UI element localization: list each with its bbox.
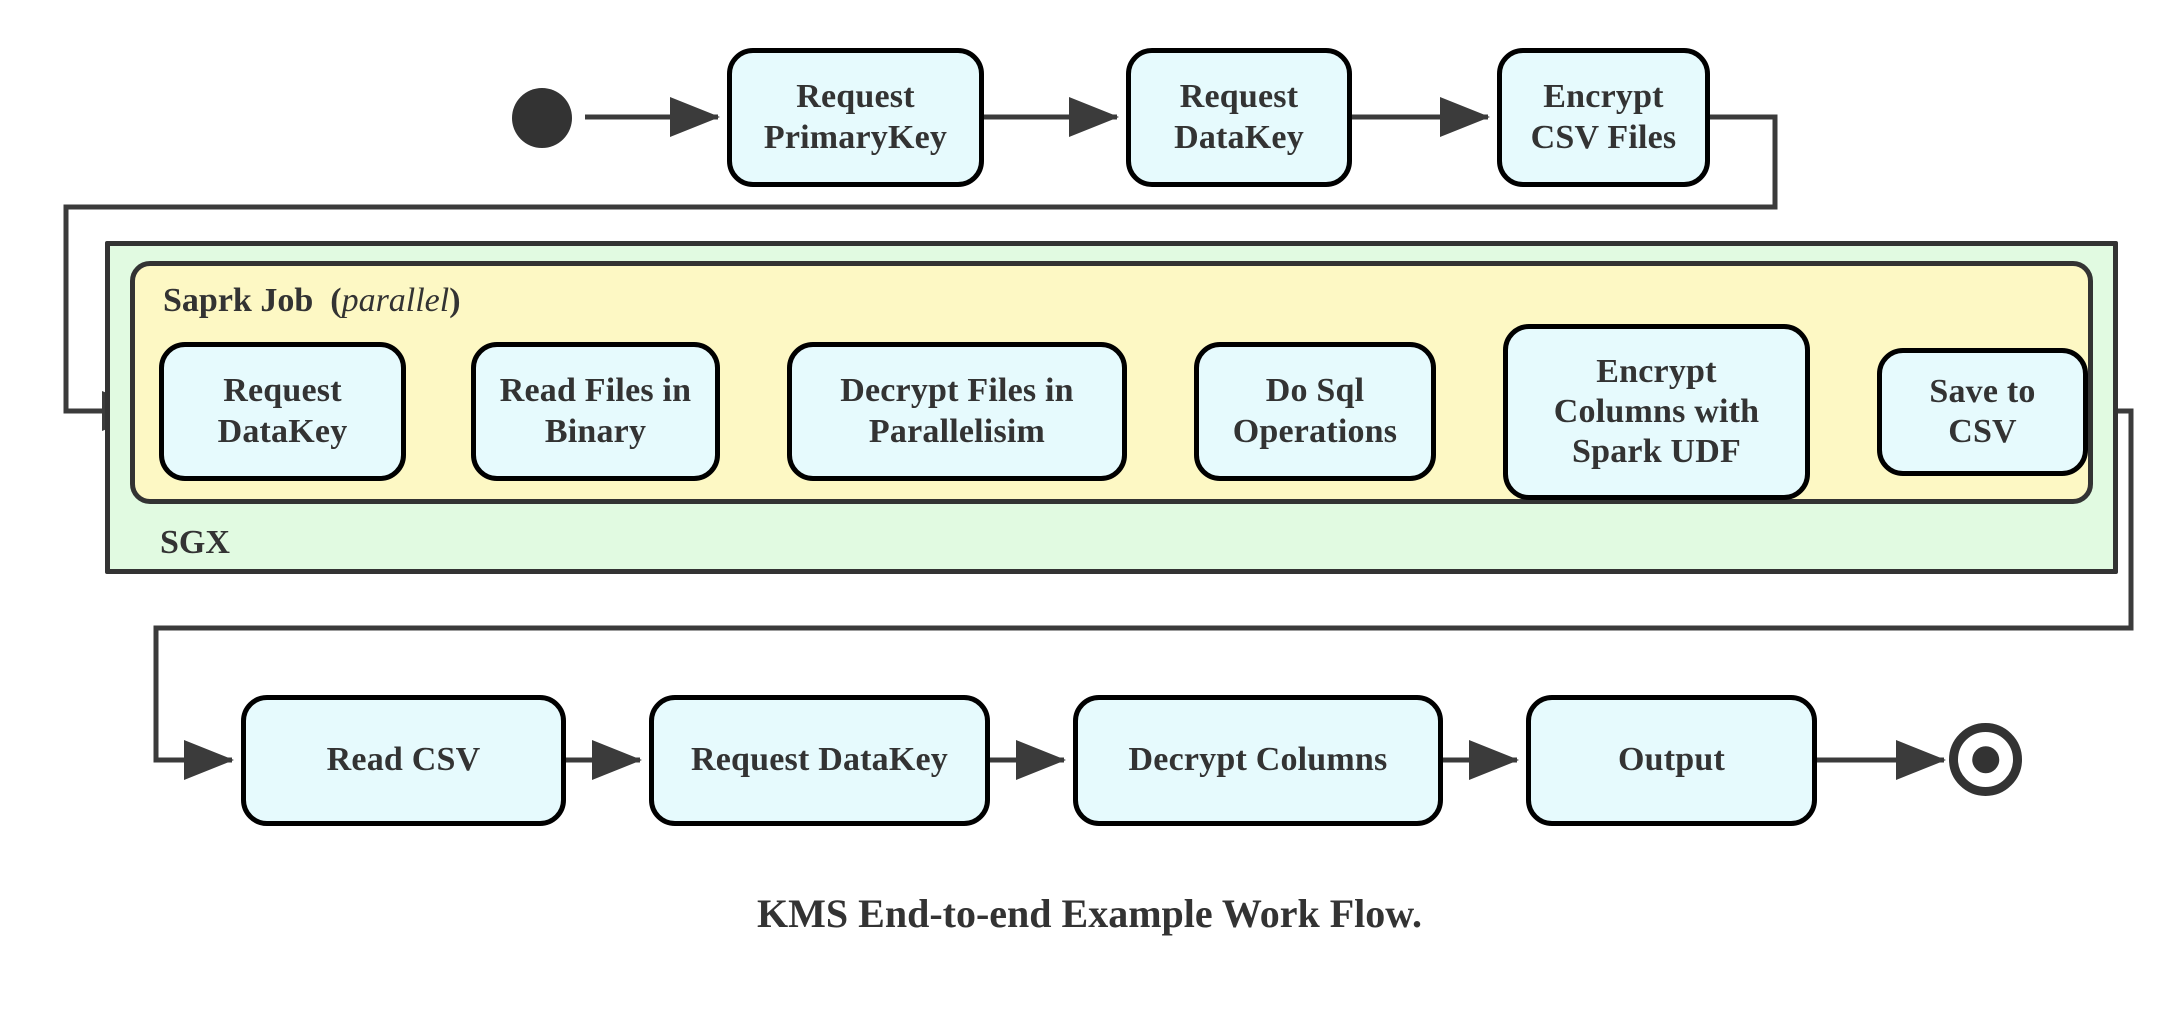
node-line: Request DataKey xyxy=(690,741,949,779)
node-line: PrimaryKey xyxy=(763,118,948,156)
node-line: CSV Files xyxy=(1530,118,1677,156)
end-node xyxy=(1949,723,2022,796)
node-request-datakey-2[interactable]: Request DataKey xyxy=(159,342,406,481)
node-do-sql-operations[interactable]: Do Sql Operations xyxy=(1194,342,1436,481)
caption-text: KMS End-to-end Example Work Flow. xyxy=(757,891,1422,936)
start-node xyxy=(512,88,572,148)
node-line: Request xyxy=(223,372,342,410)
node-line: Save to CSV xyxy=(1929,372,2036,450)
edge-encrypt-csv-to-spark-request-datakey xyxy=(63,114,1778,431)
group-spark-job-label: Saprk Job (parallel) xyxy=(163,282,461,320)
node-line: Do Sql xyxy=(1265,372,1365,410)
node-request-datakey-3[interactable]: Request DataKey xyxy=(649,695,990,826)
node-read-files-in-binary[interactable]: Read Files in Binary xyxy=(471,342,720,481)
node-line: Read CSV xyxy=(326,741,481,779)
node-line: Encrypt xyxy=(1543,78,1664,116)
group-spark-job-label-italic: parallel xyxy=(341,282,450,319)
node-output[interactable]: Output xyxy=(1526,695,1817,826)
node-line: Decrypt Columns xyxy=(1128,741,1388,779)
node-request-datakey-1[interactable]: Request DataKey xyxy=(1126,48,1352,187)
group-sgx-label-text: SGX xyxy=(160,524,230,561)
node-decrypt-columns[interactable]: Decrypt Columns xyxy=(1073,695,1443,826)
node-encrypt-csv-files[interactable]: Encrypt CSV Files xyxy=(1497,48,1710,187)
node-read-csv[interactable]: Read CSV xyxy=(241,695,566,826)
node-line: Output xyxy=(1617,741,1726,779)
edge-save-to-csv-to-read-csv xyxy=(153,408,2134,780)
diagram-caption: KMS End-to-end Example Work Flow. xyxy=(0,890,2179,937)
node-line: Binary xyxy=(544,412,647,450)
node-line: Columns with xyxy=(1553,392,1760,430)
node-line: Parallelisim xyxy=(868,412,1046,450)
node-line: DataKey xyxy=(1174,118,1304,156)
node-line: Spark UDF xyxy=(1571,433,1741,471)
group-sgx-label: SGX xyxy=(160,524,230,562)
node-encrypt-columns-with-spark-udf[interactable]: Encrypt Columns with Spark UDF xyxy=(1503,324,1810,500)
group-spark-job-label-bold: Saprk Job xyxy=(163,282,314,319)
paren-close: ) xyxy=(449,282,461,319)
node-line: Request xyxy=(1179,78,1299,116)
node-line: Operations xyxy=(1232,412,1398,450)
node-line: DataKey xyxy=(217,412,348,450)
node-decrypt-files-in-parallelisim[interactable]: Decrypt Files in Parallelisim xyxy=(787,342,1127,481)
node-line: Decrypt Files in xyxy=(840,372,1074,410)
node-line: Read Files in xyxy=(499,372,692,410)
node-line: Request xyxy=(796,78,915,116)
node-request-primarykey[interactable]: Request PrimaryKey xyxy=(727,48,984,187)
node-line: Encrypt xyxy=(1596,352,1717,390)
paren-open: ( xyxy=(330,282,342,319)
node-save-to-csv[interactable]: Save to CSV xyxy=(1877,348,2088,476)
